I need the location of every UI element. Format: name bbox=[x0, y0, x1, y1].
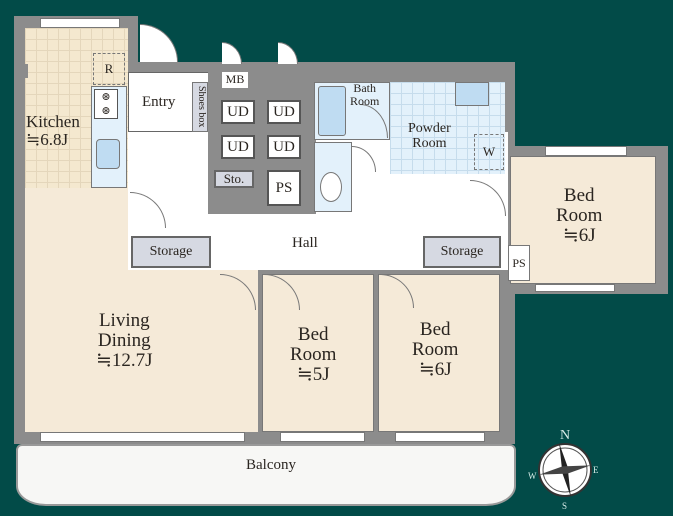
window bbox=[395, 432, 485, 442]
entry-door[interactable] bbox=[140, 24, 178, 62]
bathtub-icon bbox=[318, 86, 346, 136]
ud-box: UD bbox=[221, 100, 255, 124]
bath-line2: Room bbox=[350, 93, 380, 108]
living-size: ≒12.7J bbox=[96, 349, 153, 371]
bed-mid-size: ≒5J bbox=[296, 363, 330, 385]
powder-line1: Powder bbox=[408, 121, 451, 136]
mb-door[interactable] bbox=[222, 42, 242, 64]
window bbox=[40, 432, 245, 442]
compass-w: W bbox=[528, 471, 537, 481]
ud-box: UD bbox=[267, 135, 301, 159]
compass-icon: N E S W bbox=[528, 428, 599, 511]
shoes-box: Shoes box bbox=[192, 82, 208, 132]
bed-east-line2: Room bbox=[556, 204, 603, 226]
kitchen-size: ≒6.8J bbox=[26, 129, 69, 149]
window bbox=[280, 432, 365, 442]
sto-closet: Sto. bbox=[214, 170, 254, 188]
bed-south-line2: Room bbox=[412, 338, 459, 360]
storage-right: Storage bbox=[423, 236, 501, 268]
ud-box: UD bbox=[267, 100, 301, 124]
kitchen-name: Kitchen bbox=[26, 112, 80, 131]
wall-notch bbox=[14, 64, 28, 78]
window bbox=[40, 18, 120, 28]
window bbox=[535, 284, 615, 292]
bed-south-size: ≒6J bbox=[418, 358, 452, 380]
ps-right: PS bbox=[508, 245, 530, 281]
ud-box: UD bbox=[221, 135, 255, 159]
hall-label: Hall bbox=[292, 235, 318, 251]
window bbox=[545, 146, 627, 156]
washer-space: W bbox=[474, 134, 504, 170]
kitchen-label: Kitchen≒6.8J bbox=[26, 113, 80, 149]
entry-label: Entry bbox=[142, 94, 176, 110]
living-line2: Dining bbox=[97, 329, 151, 351]
bath-line1: Bath bbox=[353, 81, 376, 95]
toilet-icon bbox=[320, 172, 342, 202]
compass-e: E bbox=[593, 465, 599, 475]
washbasin-icon bbox=[455, 82, 489, 106]
powder-line2: Room bbox=[412, 135, 447, 151]
compass-n: N bbox=[560, 428, 570, 443]
compass-s: S bbox=[562, 501, 567, 511]
living-line1: Living bbox=[98, 310, 150, 331]
bed-east-line1: Bed bbox=[563, 185, 595, 206]
stove-icon: ⊛⊛ bbox=[94, 89, 118, 119]
sink-icon bbox=[96, 139, 120, 169]
refrigerator: R bbox=[93, 53, 125, 85]
bed-east-floor bbox=[510, 156, 656, 284]
mb-door[interactable] bbox=[278, 42, 298, 64]
ps-shaft: PS bbox=[267, 170, 301, 206]
storage-left: Storage bbox=[131, 236, 211, 268]
mb-label: MB bbox=[222, 72, 248, 88]
bed-mid-line1: Bed bbox=[297, 324, 329, 345]
balcony bbox=[16, 444, 516, 506]
bed-east-size: ≒6J bbox=[562, 224, 596, 246]
balcony-label: Balcony bbox=[246, 457, 296, 473]
bed-south-line1: Bed bbox=[419, 319, 451, 340]
bed-mid-line2: Room bbox=[290, 343, 337, 365]
